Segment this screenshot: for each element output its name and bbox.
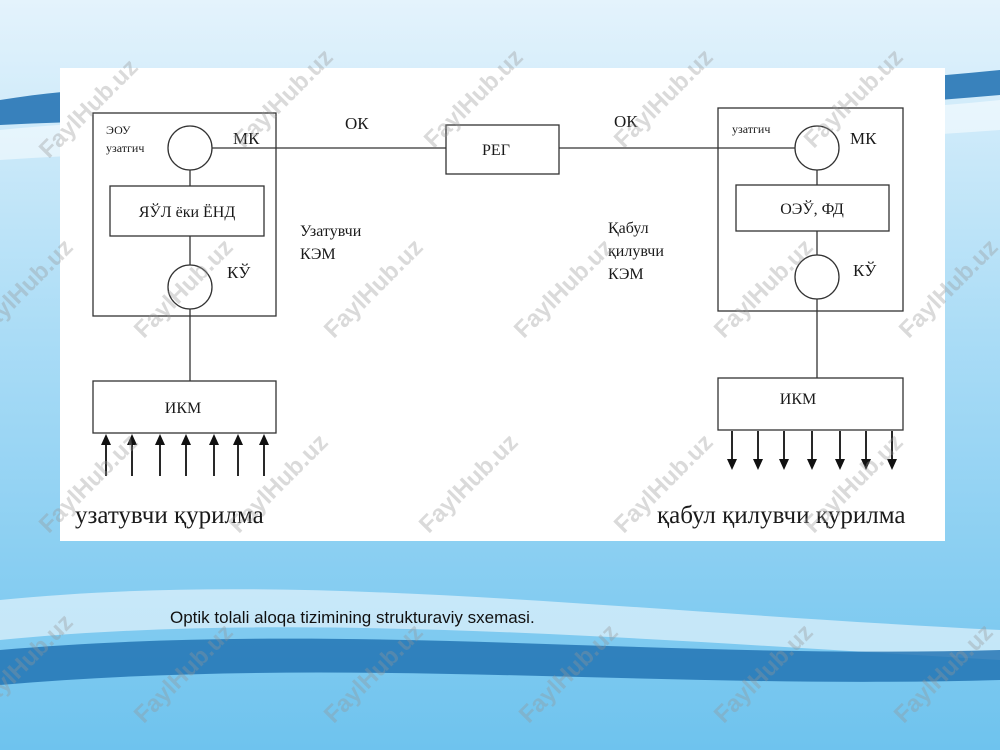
rx-decoder-box [735,184,890,232]
regenerator-box [445,124,560,175]
rx-device-label: қабул қилувчи қурилма [657,502,905,529]
rx-ku-circle [794,254,840,300]
output-arrow [779,431,789,470]
rx-kem-label-3: КЭМ [608,266,644,283]
tx-ku-circle [167,264,213,310]
rx-output-arrows [727,431,897,470]
ok-right-label: ОК [614,112,638,131]
rx-kem-label-1: Қабул [608,220,649,237]
input-arrow [101,434,111,476]
rx-kem-label-2: қилувчи [608,243,664,260]
input-arrow [181,434,191,476]
diagram-panel: ЭОУ узатгич МК ЯЎЛ ёки ЁНД КЎ ИКМ ОК РЕГ… [60,68,945,541]
rx-ikm-label: ИКМ [780,391,816,408]
tx-box-label-bottom: узатгич [106,141,144,155]
tx-encoder-box [109,185,265,237]
input-arrow [233,434,243,476]
output-arrow [835,431,845,470]
regenerator-label: РЕГ [482,142,510,159]
output-arrow [753,431,763,470]
tx-input-arrows [101,434,269,476]
rx-mk-circle [794,125,840,171]
output-arrow [887,431,897,470]
tx-device-label: узатувчи қурилма [75,502,264,529]
rx-ikm-box [717,377,904,431]
tx-terminal-box [92,112,277,317]
tx-encoder-label: ЯЎЛ ёки ЁНД [139,202,236,221]
output-arrow [861,431,871,470]
input-arrow [209,434,219,476]
input-arrow [155,434,165,476]
rx-terminal-box [717,107,904,312]
rx-ku-label: КЎ [853,261,877,280]
tx-box-label-top: ЭОУ [106,123,131,137]
tx-ku-label: КЎ [227,263,251,282]
ok-left-label: ОК [345,114,369,133]
optical-system-diagram: ЭОУ узатгич МК ЯЎЛ ёки ЁНД КЎ ИКМ ОК РЕГ… [75,107,905,529]
tx-ikm-label: ИКМ [165,400,201,417]
tx-kem-label-2: КЭМ [300,246,336,263]
input-arrow [127,434,137,476]
rx-mk-label: МК [850,129,877,148]
slide-caption: Optik tolali aloqa tizimining strukturav… [170,608,535,627]
rx-decoder-label: ОЭЎ, ФД [780,199,844,218]
bottom-wave-light [0,589,1000,660]
rx-box-label: узатгич [732,122,770,136]
output-arrow [727,431,737,470]
input-arrow [259,434,269,476]
output-arrow [807,431,817,470]
tx-ikm-box [92,380,277,434]
tx-mk-circle [167,125,213,171]
tx-kem-label-1: Узатувчи [300,223,362,240]
bottom-wave-band [0,638,1000,685]
tx-mk-label: МК [233,129,260,148]
